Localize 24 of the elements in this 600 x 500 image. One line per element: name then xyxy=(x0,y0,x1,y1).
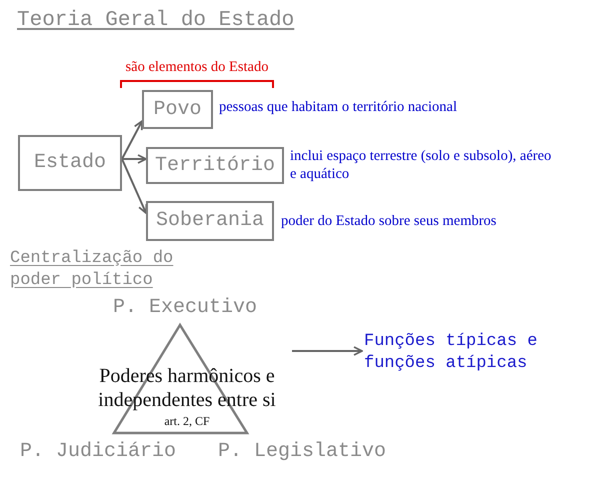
note-text: pessoas que habitam o território nacional xyxy=(219,98,458,116)
vertex-label: P. Legislativo xyxy=(218,440,388,464)
note-text: poder do Estado sobre seus membros xyxy=(281,212,498,230)
concept-box xyxy=(18,135,122,191)
concept-box xyxy=(146,201,274,241)
title: Teoria Geral do Estado xyxy=(17,8,294,34)
callout-text: Funções típicas e funções atípicas xyxy=(364,331,538,375)
center-text: Poderes harmônicos e independentes entre si xyxy=(97,364,277,412)
note-text: Centralização do poder político xyxy=(10,248,174,292)
vertex-label: P. Judiciário xyxy=(20,440,178,464)
citation-text: art. 2, CF xyxy=(164,414,210,429)
box-label: Estado xyxy=(34,151,106,175)
box-label: Povo xyxy=(153,98,202,122)
arrow xyxy=(121,120,143,160)
box-label: Soberania xyxy=(156,209,264,233)
note-text: inclui espaço terrestre (solo e subsolo), aéreo e aquático xyxy=(290,147,552,183)
concept-box xyxy=(146,147,284,184)
arrow xyxy=(292,346,363,356)
arrow xyxy=(121,158,148,214)
box-label: Território xyxy=(154,154,276,178)
bracket-label: são elementos do Estado xyxy=(124,58,270,76)
arrow xyxy=(122,154,147,164)
concept-box xyxy=(142,90,213,129)
vertex-label: P. Executivo xyxy=(113,296,258,320)
